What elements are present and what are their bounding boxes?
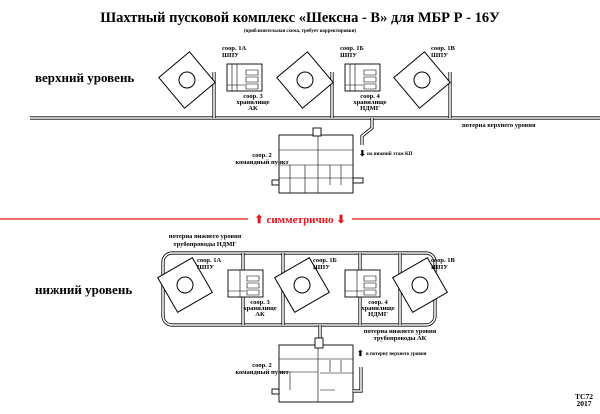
lower-storage-4-type: хранилище [361,305,394,312]
silo-1v-label: соор. 1В [431,45,456,52]
lower-silo-1v-label: соор. 1В [431,257,456,264]
signature-author: TC72 [575,392,593,401]
lower-silo-1a-type: ШПУ [197,264,214,271]
lower-silo-1a-label: соор. 1А [197,257,222,264]
signature-year: 2017 [577,399,592,408]
title: Шахтный пусковой комплекс «Шексна - В» д… [100,10,500,26]
lower-silo-1b [273,256,331,314]
upper-tunnel-label: потерна верхнего уровня [462,122,536,129]
silo-1v [393,51,451,109]
upper-level-label: верхний уровень [35,70,134,85]
storage-4-content: НДМГ [360,105,380,112]
lower-level: нижний уровень потерна нижнего уровня тр… [35,233,456,403]
command-post-upper [271,127,364,194]
silo-1a-type: ШПУ [222,52,239,59]
upper-level: верхний уровень соор. 1А ШПУ соор. 1Б ШП… [30,45,600,194]
lower-storage-3 [227,269,264,298]
lower-arrow-note: в потерну верхнего уровня [366,352,427,357]
lower-tunnel-ndmg-type: трубопроводы НДМГ [173,241,236,248]
arrow-up-icon: ⬆ [357,349,364,358]
silo-1v-type: ШПУ [431,52,448,59]
lower-silo-1v-type: ШПУ [431,264,448,271]
command-post-lower [271,337,363,403]
lower-tunnel-ak-type: трубопроводы АК [374,335,427,342]
lower-tunnel-ndmg-label: потерна нижнего уровня [169,233,242,240]
lower-silo-1b-type: ШПУ [313,264,330,271]
lower-level-label: нижний уровень [35,282,132,297]
lower-storage-4 [344,269,381,298]
storage-3-content: АК [248,105,258,112]
lower-silo-1b-label: соор. 1Б [313,257,337,264]
storage-4-type: хранилище [353,99,386,106]
silo-1a [158,51,216,109]
symmetry-label: ⬆ симметрично ⬇ [254,214,345,226]
storage-4-label: соор. 4 [360,93,380,100]
subtitle: (приблизительная схема, требует корректи… [244,29,357,34]
silo-1b-type: ШПУ [340,52,357,59]
storage-3 [226,63,263,92]
lower-silo-1v [391,256,449,314]
lower-storage-3-type: хранилище [243,305,276,312]
lower-storage-4-content: НДМГ [368,311,388,318]
storage-4 [344,63,381,92]
silo-1b-label: соор. 1Б [340,45,364,52]
lower-storage-3-content: АК [255,311,265,318]
lower-tunnel-ak-label: потерна нижнего уровня [364,328,437,335]
silo-1b [276,51,334,109]
storage-3-type: хранилище [236,99,269,106]
command-post-upper-label: соор. 2 [252,152,272,159]
symmetry-divider: ⬆ симметрично ⬇ [0,214,600,226]
lower-storage-3-label: соор. 3 [250,299,270,306]
command-post-upper-type: командный пункт [235,159,289,166]
storage-3-label: соор. 3 [243,93,263,100]
command-post-lower-label: соор. 2 [252,362,272,369]
upper-arrow-note: на нижний этаж КП [367,152,413,157]
upper-tunnel [30,72,600,145]
lower-storage-4-label: соор. 4 [368,299,388,306]
command-post-lower-type: командный пункт [235,369,289,376]
lower-silo-1a [156,256,214,314]
arrow-down-icon: ⬇ [359,149,366,158]
silo-1a-label: соор. 1А [222,45,247,52]
